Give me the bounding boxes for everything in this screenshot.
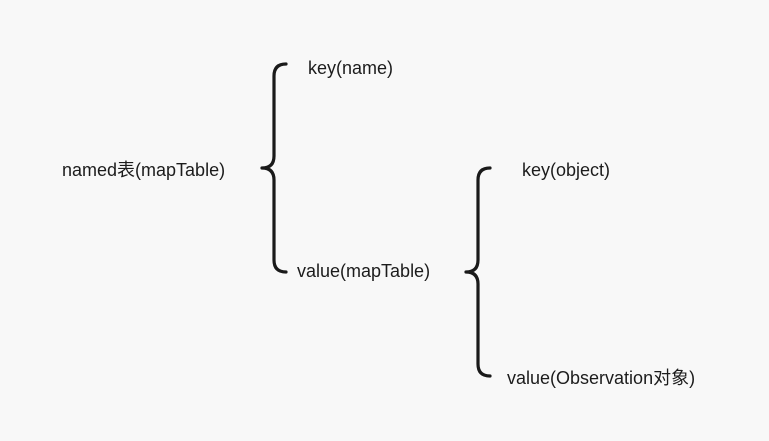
value-curly-brace [464,166,492,378]
key-name-label: key(name) [308,58,394,78]
root-curly-brace [260,62,288,274]
value-observation-label: value(Observation对象) [507,368,696,388]
root-node-label: named表(mapTable) [62,160,226,180]
key-object-label: key(object) [522,160,611,180]
value-maptable-label: value(mapTable) [297,261,431,281]
